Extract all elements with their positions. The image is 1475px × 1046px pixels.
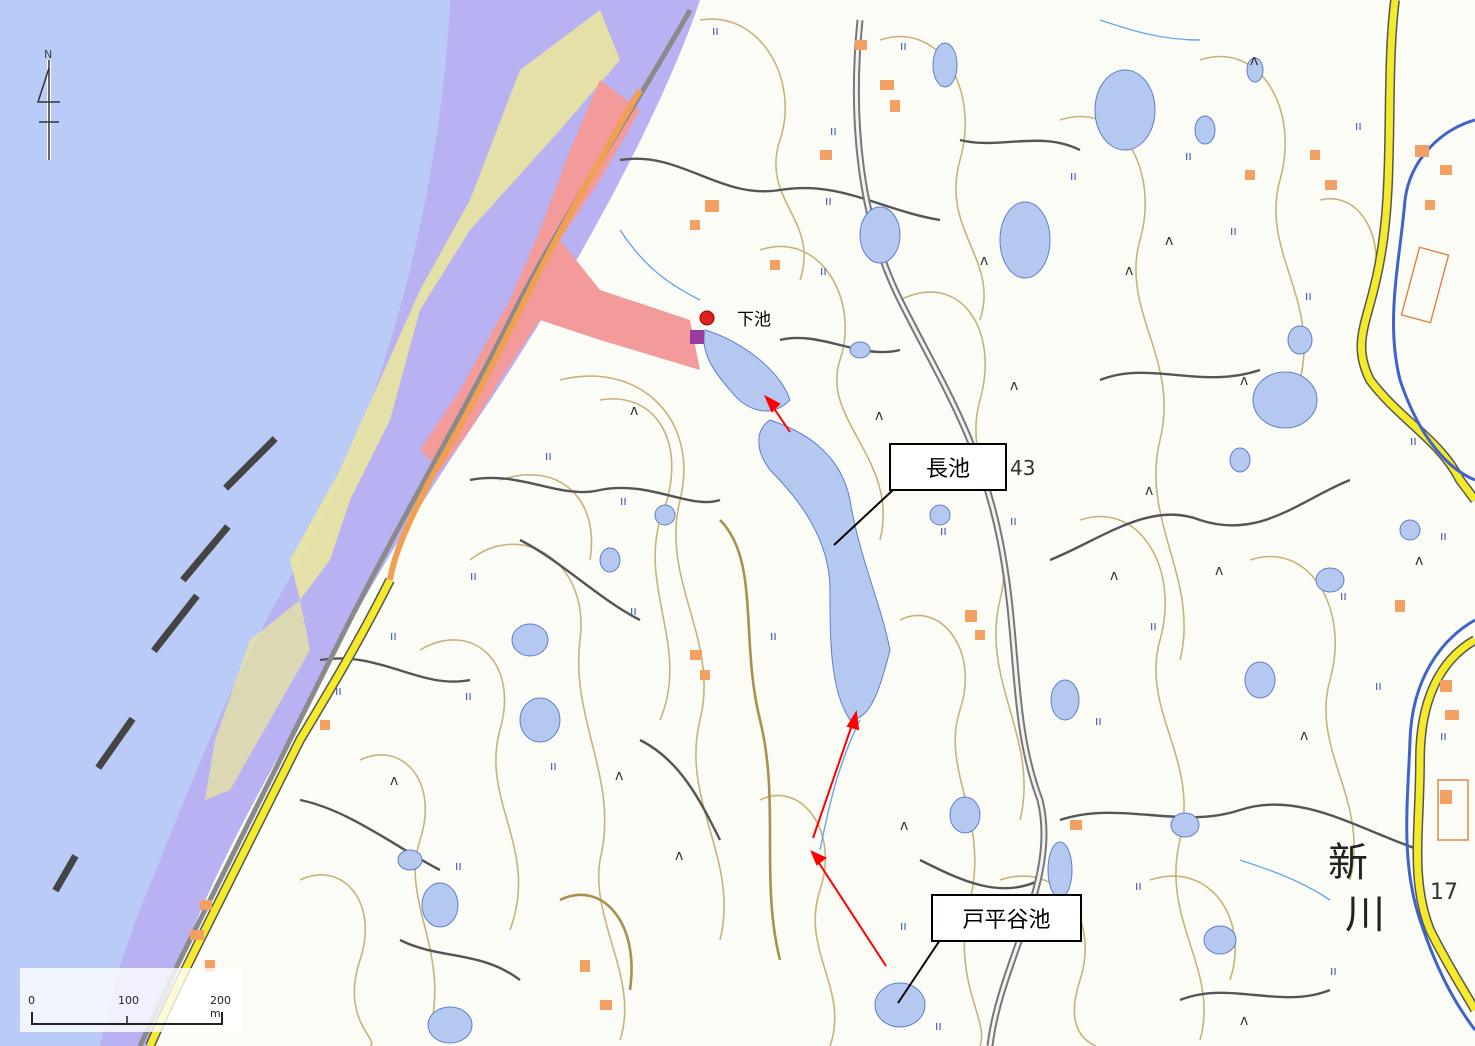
callout-leaders xyxy=(833,489,941,1004)
svg-text:ıı: ıı xyxy=(935,1019,942,1033)
arrow-head-icon xyxy=(846,710,860,731)
svg-text:ʌ: ʌ xyxy=(1250,53,1258,69)
svg-text:ıı: ıı xyxy=(900,919,907,933)
svg-text:ıı: ıı xyxy=(830,124,837,138)
pond-tohiradani xyxy=(874,982,926,1028)
flood-zone-yellow xyxy=(290,10,620,600)
north-arrow-icon xyxy=(36,60,60,160)
location-pin-icon[interactable] xyxy=(699,310,715,326)
svg-text:ıı: ıı xyxy=(1440,729,1447,743)
path-lines xyxy=(299,138,1421,1002)
svg-text:ıı: ıı xyxy=(1150,619,1157,633)
flood-zone-yellow-south xyxy=(205,600,310,800)
svg-text:ıı: ıı xyxy=(1135,879,1142,893)
ponds xyxy=(397,42,1421,1044)
svg-text:ʌ: ʌ xyxy=(1215,563,1223,579)
svg-text:ıı: ıı xyxy=(620,494,627,508)
svg-text:ʌ: ʌ xyxy=(1110,568,1118,584)
scale-tick-100: 100 xyxy=(118,994,139,1007)
svg-text:ʌ: ʌ xyxy=(875,408,883,424)
svg-text:ıı: ıı xyxy=(1185,149,1192,163)
sea-area xyxy=(0,0,450,1046)
pond-shimoike xyxy=(703,329,791,412)
label-river-shin: 新 xyxy=(1328,840,1368,886)
svg-text:ʌ: ʌ xyxy=(1240,1013,1248,1029)
svg-text:ʌ: ʌ xyxy=(1125,263,1133,279)
svg-text:ʌ: ʌ xyxy=(1240,373,1248,389)
label-road-number: 17 xyxy=(1430,880,1458,905)
svg-text:ʌ: ʌ xyxy=(1010,378,1018,394)
svg-text:ʌ: ʌ xyxy=(390,773,398,789)
urban-blocks xyxy=(1400,246,1469,841)
svg-text:ʌ: ʌ xyxy=(675,848,683,864)
terrain-symbols: ʌ ʌ ʌ ʌ ʌ ʌ ʌ ʌ ʌ ʌ ʌ ʌ ʌ ʌ ʌ ʌ ʌ ʌ xyxy=(390,53,1423,1029)
buildings xyxy=(190,40,1459,1010)
svg-text:ıı: ıı xyxy=(550,759,557,773)
callout-tohiradani: 戸平谷池 xyxy=(931,894,1082,942)
svg-text:ıı: ıı xyxy=(1355,119,1362,133)
svg-text:ıı: ıı xyxy=(825,194,832,208)
svg-text:ıı: ıı xyxy=(1340,589,1347,603)
coastal-highway-north xyxy=(387,88,643,581)
svg-text:ıı: ıı xyxy=(390,629,397,643)
svg-text:ıı: ıı xyxy=(712,24,719,38)
svg-text:ʌ: ʌ xyxy=(1165,233,1173,249)
svg-text:ıı: ıı xyxy=(900,39,907,53)
svg-text:ıı: ıı xyxy=(1330,964,1337,978)
facility-marker xyxy=(690,330,704,344)
svg-text:ʌ: ʌ xyxy=(630,403,638,419)
east-highway xyxy=(1357,0,1475,503)
scale-bar: 0 100 200 m xyxy=(20,968,242,1032)
svg-text:ʌ: ʌ xyxy=(1300,728,1308,744)
scale-tick-0: 0 xyxy=(28,994,35,1007)
index-contours xyxy=(559,519,782,991)
river-shinkawa xyxy=(1405,618,1475,1031)
label-route-number: 43 xyxy=(1010,456,1036,480)
svg-text:ıı: ıı xyxy=(1410,434,1417,448)
label-shimoike: 下池 xyxy=(737,310,771,330)
svg-text:ıı: ıı xyxy=(1375,679,1382,693)
svg-text:ʌ: ʌ xyxy=(1415,553,1423,569)
arrow-head-icon xyxy=(763,394,781,413)
svg-text:ʌ: ʌ xyxy=(900,818,908,834)
callout-nagaike: 長池 xyxy=(889,443,1007,491)
scale-bar-line xyxy=(31,1012,223,1025)
svg-text:ʌ: ʌ xyxy=(1145,483,1153,499)
svg-text:ıı: ıı xyxy=(630,604,637,618)
scale-tick-200: 200 m xyxy=(210,994,231,1020)
north-arrow: N xyxy=(34,48,64,160)
svg-text:ʌ: ʌ xyxy=(615,768,623,784)
flow-arrows xyxy=(763,394,887,967)
svg-text:ıı: ıı xyxy=(470,569,477,583)
offshore-breakwaters xyxy=(52,436,278,893)
svg-text:ıı: ıı xyxy=(545,449,552,463)
svg-text:ıı: ıı xyxy=(1070,169,1077,183)
svg-text:ıı: ıı xyxy=(770,629,777,643)
svg-text:ʌ: ʌ xyxy=(980,253,988,269)
svg-text:ıı: ıı xyxy=(335,684,342,698)
north-label: N xyxy=(44,48,53,61)
southeast-highway xyxy=(1414,636,1475,1012)
svg-text:ıı: ıı xyxy=(455,859,462,873)
svg-text:ıı: ıı xyxy=(1230,224,1237,238)
svg-text:ıı: ıı xyxy=(940,524,947,538)
arrow-head-icon xyxy=(810,850,827,866)
land-use-symbols: ıı ıı ıı ıı ıı ıı ıı ıı ıı ıı ıı ıı ıı ıı ıı ıı ıı ı… xyxy=(335,24,1447,1033)
svg-text:ıı: ıı xyxy=(1010,514,1017,528)
streams xyxy=(619,19,1331,901)
svg-text:ıı: ıı xyxy=(1440,529,1447,543)
label-river-kawa: 川 xyxy=(1345,892,1385,938)
svg-text:ıı: ıı xyxy=(820,264,827,278)
svg-text:ıı: ıı xyxy=(1305,289,1312,303)
svg-text:ıı: ıı xyxy=(1095,714,1102,728)
svg-text:ıı: ıı xyxy=(465,689,472,703)
